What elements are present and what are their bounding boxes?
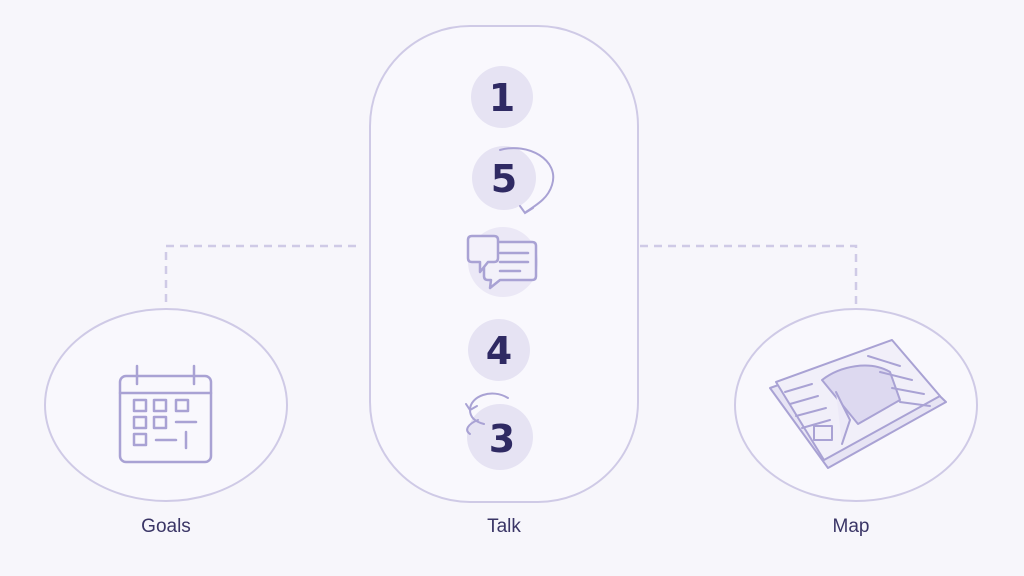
connectors [164,244,858,318]
bubble-4 [468,319,530,381]
loop-arrow-icon [499,147,555,215]
step-number-4: 4 [485,329,513,373]
map-icon [769,339,947,469]
step-number-3: 3 [488,417,516,461]
talk-label: Talk [487,516,521,537]
goals-label: Goals [141,516,191,537]
bubble-1 [471,66,533,128]
calendar-icon [118,364,213,464]
bubble-3 [467,404,533,470]
step-number-1: 1 [488,76,516,120]
chat-bubbles-icon [466,234,538,290]
loop-arrow-small-icon [465,392,509,435]
bubble-5 [472,146,536,210]
connector-left [164,244,356,318]
map-label: Map [832,516,870,537]
step-number-5: 5 [490,157,518,201]
connector-right [640,244,858,318]
